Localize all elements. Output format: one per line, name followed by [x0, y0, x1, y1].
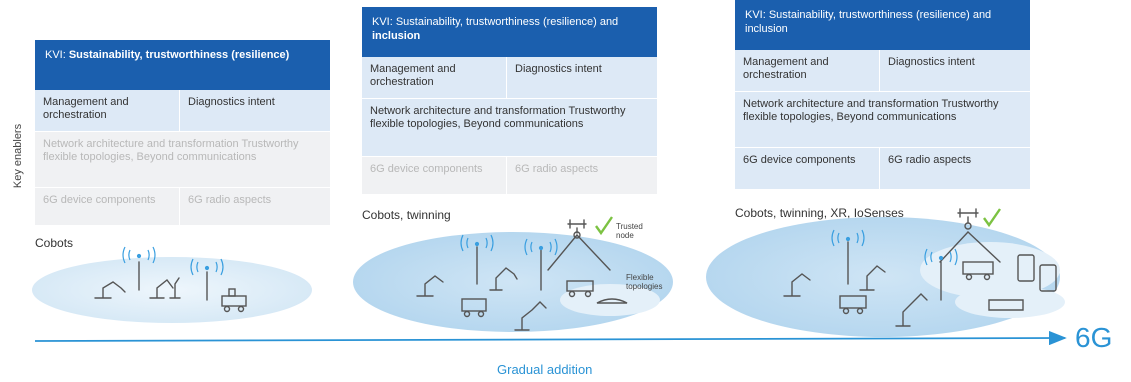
cart-icon	[566, 280, 594, 292]
sub-coverage-ellipse	[920, 242, 1060, 298]
kvi-header: KVI: Sustainability, trustworthiness (re…	[35, 40, 330, 90]
phone-icon	[1039, 264, 1057, 292]
sub-coverage-ellipse	[955, 286, 1065, 318]
car-icon	[596, 298, 628, 304]
diagnostics-cell: Diagnostics intent	[880, 50, 1030, 91]
robot-arm-icon	[783, 273, 811, 297]
network-cell: Network architecture and transformation …	[735, 92, 1030, 147]
trusted-node-note: Trusted node	[616, 222, 643, 240]
signal-icon	[831, 229, 865, 247]
robot-arm-icon	[859, 265, 886, 291]
device-cell: 6G device components	[362, 157, 507, 194]
coverage-ellipse	[353, 232, 673, 332]
radio-cell: 6G radio aspects	[180, 188, 330, 225]
vr-headset-icon	[988, 299, 1024, 311]
check-icon	[983, 208, 1001, 228]
device-cell: 6G device components	[735, 148, 880, 189]
management-cell: Management and orchestration	[362, 57, 507, 98]
flexible-topologies-note: Flexible topologies	[626, 273, 663, 291]
robot-arm-icon	[149, 279, 174, 299]
network-cell: Network architecture and transformation …	[35, 132, 330, 187]
robot-arm-icon	[94, 281, 126, 299]
6g-label: 6G	[1075, 322, 1113, 353]
radio-cell: 6G radio aspects	[880, 148, 1030, 189]
stage-2-title: Cobots, twinning	[362, 208, 451, 222]
coverage-ellipse	[32, 257, 312, 323]
signal-icon	[190, 258, 224, 276]
robot-arm-icon	[416, 275, 444, 297]
diagnostics-cell: Diagnostics intent	[180, 90, 330, 131]
network-cell: Network architecture and transformation …	[362, 99, 657, 156]
management-cell: Management and orchestration	[735, 50, 880, 91]
stage-3-title: Cobots, twinning, XR, IoSenses	[735, 206, 904, 220]
signal-icon	[924, 248, 958, 266]
cart-icon	[962, 261, 994, 275]
robot-arm-icon	[169, 277, 181, 299]
kvi-bold: inclusion	[372, 30, 421, 42]
check-icon	[595, 216, 613, 236]
stage-3-table: KVI: Sustainability, trustworthiness (re…	[735, 0, 1030, 190]
robot-arm-icon	[489, 267, 518, 291]
kvi-header: KVI: Sustainability, trustworthiness (re…	[362, 7, 657, 57]
cart-icon	[839, 295, 867, 309]
stage-1-title: Cobots	[35, 236, 74, 250]
kvi-prefix: KVI: Sustainability, trustworthiness (re…	[372, 16, 619, 28]
diagnostics-cell: Diagnostics intent	[507, 57, 657, 98]
cart-icon	[461, 298, 487, 312]
drone-icon	[567, 219, 587, 234]
sub-coverage-ellipse	[560, 284, 660, 316]
kvi-prefix: KVI:	[45, 49, 69, 61]
stage-2-table: KVI: Sustainability, trustworthiness (re…	[362, 7, 657, 195]
progress-arrow	[34, 330, 1067, 346]
device-cell: 6G device components	[35, 188, 180, 225]
kvi-bold: Sustainability, trustworthiness (resilie…	[68, 49, 290, 61]
phone-icon	[1017, 254, 1035, 282]
signal-icon	[460, 234, 494, 252]
radio-cell: 6G radio aspects	[507, 157, 657, 194]
drone-icon	[957, 208, 979, 224]
signal-icon	[524, 238, 558, 256]
signal-icon	[122, 246, 156, 264]
management-cell: Management and orchestration	[35, 90, 180, 131]
kvi-header: KVI: Sustainability, trustworthiness (re…	[735, 0, 1030, 50]
robot-arm-icon	[514, 301, 547, 331]
stage-1-table: KVI: Sustainability, trustworthiness (re…	[35, 40, 330, 226]
robot-arm-icon	[895, 293, 928, 327]
gradual-addition-label: Gradual addition	[497, 362, 593, 377]
